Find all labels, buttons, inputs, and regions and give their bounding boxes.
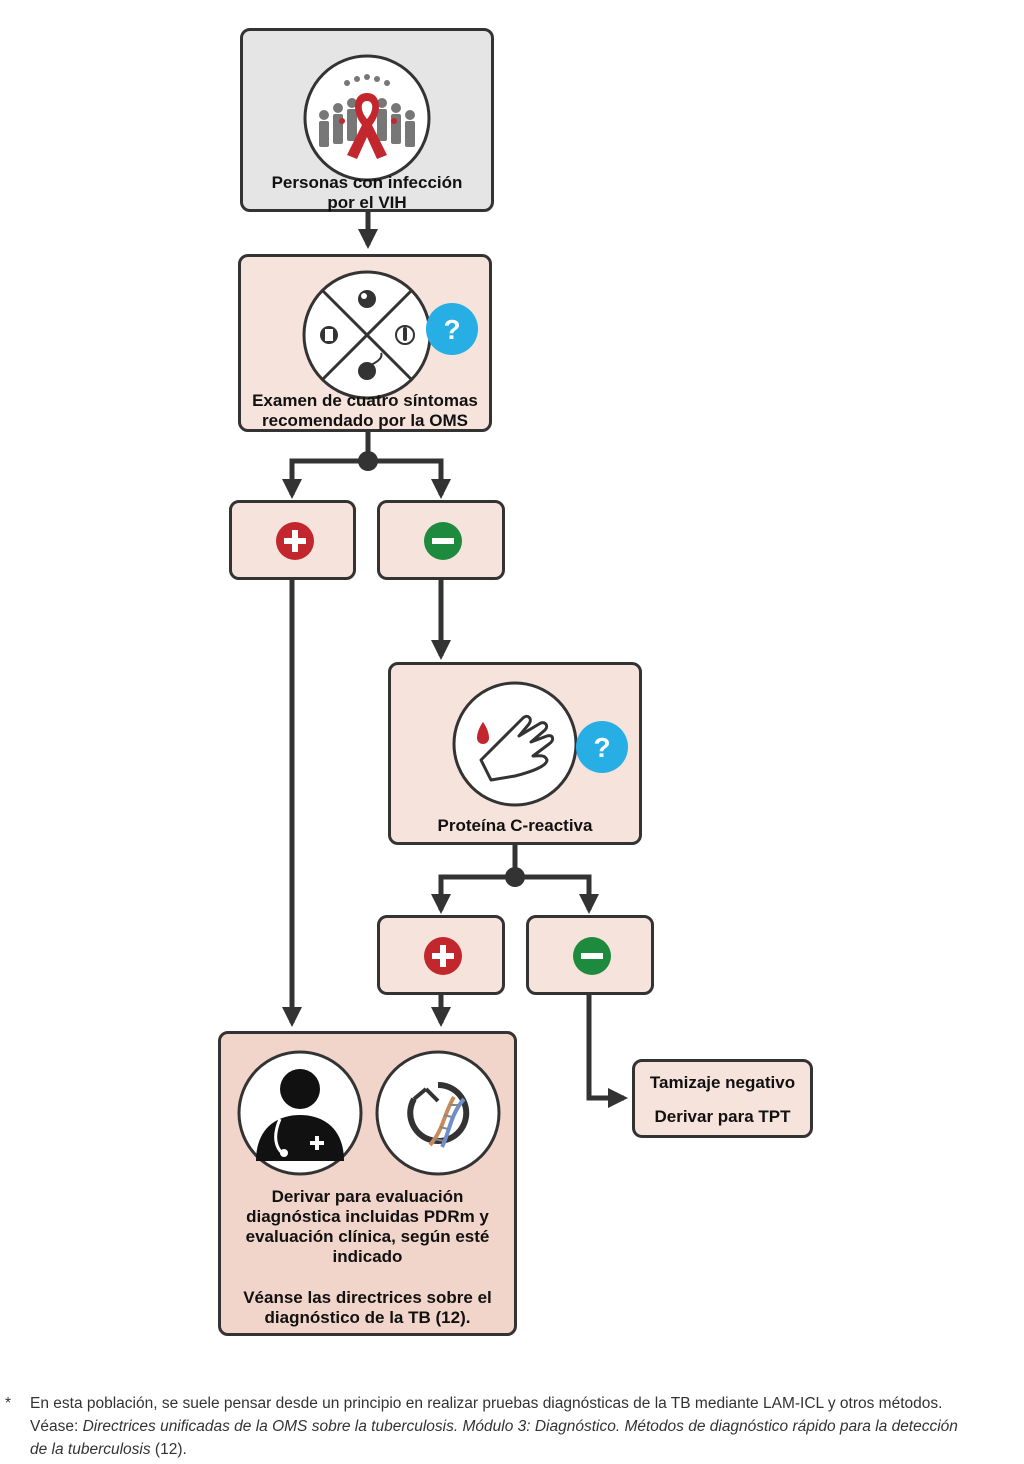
question-badge-icon: ? <box>426 303 478 355</box>
negative-screen-line2: Derivar para TPT <box>654 1107 791 1126</box>
referral-line2: diagnóstica incluidas PDRm y <box>246 1207 489 1226</box>
footnote-reference-number: (12). <box>150 1441 187 1458</box>
doctor-icon <box>237 1050 363 1176</box>
referral-line4: indicado <box>332 1247 403 1266</box>
symptom-label-line1: Examen de cuatro síntomas <box>252 391 478 410</box>
negative-node-1 <box>377 500 505 580</box>
minus-icon <box>573 937 611 975</box>
positive-node-2 <box>377 915 505 995</box>
negative-screen-node: Tamizaje negativo Derivar para TPT <box>632 1059 813 1138</box>
positive-node-1 <box>229 500 356 580</box>
four-symptom-icon <box>302 270 432 400</box>
hiv-label-line1: Personas con infección <box>271 173 463 192</box>
branch-dot-1 <box>358 451 378 471</box>
crp-label: Proteína C-reactiva <box>437 816 593 835</box>
crp-badge-text: ? <box>593 732 610 763</box>
referral-line6: diagnóstico de la TB (12). <box>264 1308 471 1327</box>
negative-node-2 <box>526 915 654 995</box>
minus-icon <box>424 522 462 560</box>
dna-test-icon <box>375 1050 501 1176</box>
footnote-reference-title-end: de la tuberculosis <box>30 1441 151 1458</box>
negative-screen-line1: Tamizaje negativo <box>649 1073 796 1092</box>
symptom-badge-text: ? <box>443 314 460 345</box>
question-badge-icon: ? <box>576 721 628 773</box>
footnote-mark: * <box>5 1395 12 1412</box>
referral-node: Derivar para evaluación diagnóstica incl… <box>218 1031 517 1336</box>
plus-icon <box>276 522 314 560</box>
plus-icon <box>424 937 462 975</box>
symptom-screen-node: ? Examen de cuatro síntomas recomendado … <box>238 254 492 432</box>
crp-node: ? Proteína C-reactiva <box>388 662 642 845</box>
footnote-reference-title: Directrices unificadas de la OMS sobre l… <box>82 1418 958 1435</box>
footnote-text: En esta población, se suele pensar desde… <box>30 1395 943 1412</box>
finger-prick-icon <box>452 681 578 807</box>
footnote-see: Véase: <box>30 1418 83 1435</box>
referral-line5: Véanse las directrices sobre el <box>243 1288 492 1307</box>
referral-line1: Derivar para evaluación <box>271 1187 464 1206</box>
hiv-label-line2: por el VIH <box>327 193 407 212</box>
people-red-ribbon-icon <box>303 54 431 182</box>
referral-line3: evaluación clínica, según esté <box>245 1227 490 1246</box>
symptom-label-line2: recomendado por la OMS <box>262 411 468 430</box>
screening-flowchart <box>282 212 628 1108</box>
branch-dot-2 <box>505 867 525 887</box>
hiv-node: Personas con infección por el VIH <box>240 28 494 212</box>
